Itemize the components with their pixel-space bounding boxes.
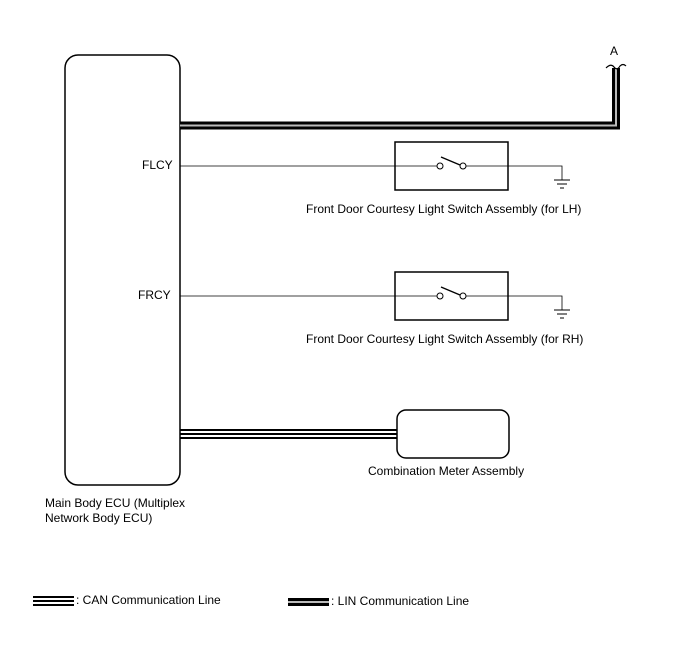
legend-can-label: : CAN Communication Line (76, 593, 221, 607)
lh-switch-label: Front Door Courtesy Light Switch Assembl… (306, 202, 582, 216)
can-bus-to-meter (180, 429, 397, 439)
flcy-circuit (180, 141, 570, 191)
connector-a-label: A (610, 44, 619, 58)
ecu-label-line1: Main Body ECU (Multiplex (45, 496, 186, 510)
pin-frcy-label: FRCY (138, 288, 171, 302)
combination-meter-box (396, 409, 510, 459)
meter-label: Combination Meter Assembly (368, 464, 525, 478)
pin-flcy-label: FLCY (142, 158, 173, 172)
legend-can-symbol (33, 596, 74, 606)
legend-lin-label: : LIN Communication Line (331, 594, 470, 608)
lin-bus-to-connector-a (180, 68, 620, 130)
main-body-ecu-box (64, 54, 181, 486)
connector-a-break (605, 63, 627, 70)
frcy-circuit (180, 271, 570, 321)
rh-switch-label: Front Door Courtesy Light Switch Assembl… (306, 332, 584, 346)
ecu-label-line2: Network Body ECU) (45, 511, 153, 525)
